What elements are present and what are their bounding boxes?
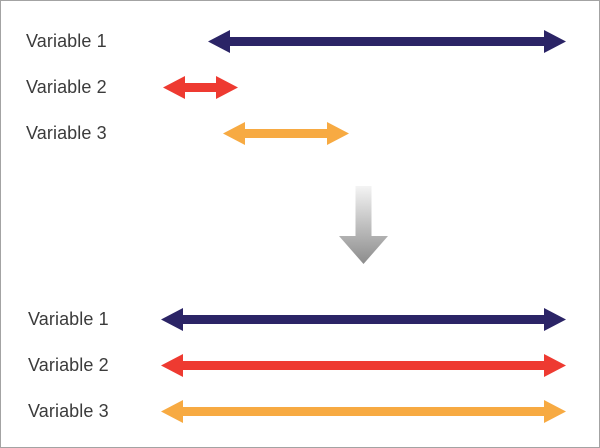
flow-arrow-shape [338, 186, 388, 264]
variable-label-bottom_group-2: Variable 2 [28, 355, 109, 375]
arrow-shape-red [163, 75, 238, 99]
arrow-shape-navy [161, 307, 566, 331]
variable-label-top_group-1: Variable 1 [26, 31, 107, 51]
arrow-shape-orange [161, 399, 566, 423]
range-arrow-bottom_group-2 [161, 353, 566, 377]
range-arrow-top_group-1 [208, 29, 566, 53]
range-arrow-top_group-2 [163, 75, 238, 99]
variable-label-bottom_group-1: Variable 1 [28, 309, 109, 329]
range-arrow-bottom_group-3 [161, 399, 566, 423]
flow-down-arrow-icon [338, 186, 388, 264]
range-arrow-top_group-3 [223, 121, 349, 145]
arrow-shape-navy [208, 29, 566, 53]
arrow-shape-red [161, 353, 566, 377]
arrow-shape-orange [223, 121, 349, 145]
range-arrow-bottom_group-1 [161, 307, 566, 331]
variable-label-bottom_group-3: Variable 3 [28, 401, 109, 421]
variable-label-top_group-2: Variable 2 [26, 77, 107, 97]
variable-label-top_group-3: Variable 3 [26, 123, 107, 143]
